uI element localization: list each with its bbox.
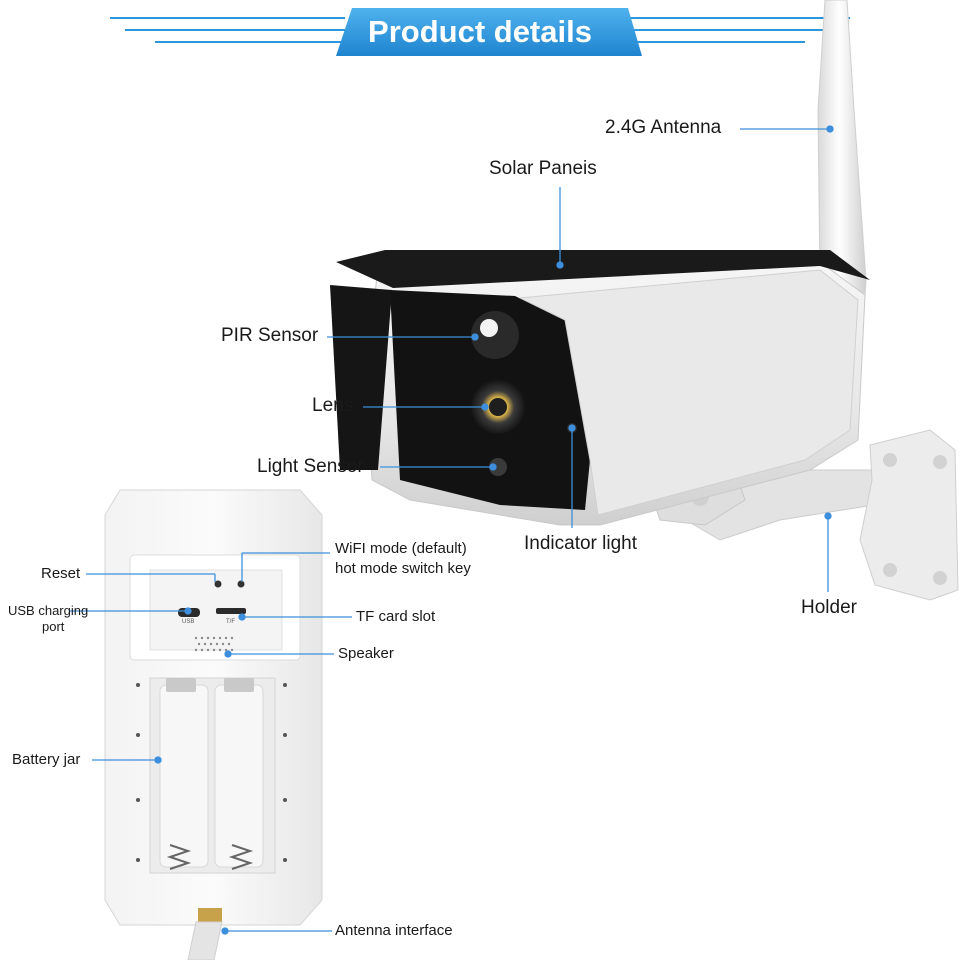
speaker-grille [194,636,234,652]
label-pir-sensor: PIR Sensor [221,325,319,346]
label-solar-panels: Solar Paneis [489,158,597,179]
label-light-sensor: Light Sensor [257,456,364,477]
label-speaker: Speaker [338,645,394,662]
label-holder: Holder [801,597,857,618]
label-usb-line1: USB charging [8,603,89,618]
back-panel [104,489,323,960]
label-wifi-mode-line2: hot mode switch key [335,560,471,577]
board-usb-text: USB [182,619,195,625]
label-lens: Lens [312,395,354,416]
label-reset: Reset [41,565,81,582]
header-decor-lines-left [110,17,345,43]
solar-panel-shape [336,250,870,288]
label-wifi-mode-line1: WiFI mode (default) [335,540,467,557]
label-antenna: 2.4G Antenna [605,117,722,138]
label-usb-line2: port [42,619,65,634]
label-battery-jar: Battery jar [12,751,81,768]
tf-slot [216,608,246,614]
header-decor-lines-right [615,17,850,43]
antenna-connector [198,908,222,922]
board-tf-text: T/F [226,619,235,625]
label-antenna-interface: Antenna interface [335,922,453,939]
header-banner-shape [336,8,642,56]
camera-body [330,250,870,526]
label-indicator-light: Indicator light [524,533,638,554]
leader-lines [70,125,834,935]
page-title: Product details [368,14,592,49]
label-tf-card-slot: TF card slot [356,608,436,625]
header-banner [110,8,850,56]
